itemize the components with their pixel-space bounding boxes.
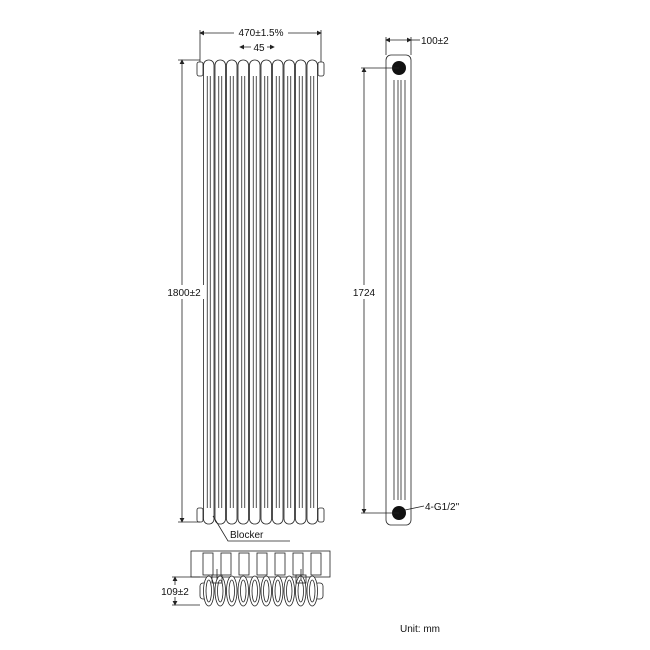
column-section-inner [217, 579, 224, 603]
bottom-left-cap [196, 507, 204, 523]
height-label: 1800±2 [167, 288, 201, 299]
blocker-label: Blocker [230, 530, 264, 541]
column-section-inner [274, 579, 281, 603]
radiator-column [249, 59, 261, 525]
column-section-inner [263, 579, 270, 603]
bottom-right-cap [317, 507, 325, 523]
wall-bracket-slot [202, 552, 214, 576]
top-left-cap [196, 61, 204, 77]
radiator-column [295, 59, 307, 525]
radiator-column [226, 59, 238, 525]
column-section-inner [309, 579, 316, 603]
side-view-body [385, 54, 412, 526]
column-section [260, 575, 272, 607]
radiator-column [272, 59, 284, 525]
column-section [203, 575, 215, 607]
column-section-inner [205, 579, 212, 603]
column-section-inner [286, 579, 293, 603]
blocker-leader [212, 515, 290, 542]
radiator-column [306, 59, 318, 525]
wall-bracket-slot [220, 552, 232, 576]
connection-label: 4-G1/2" [425, 502, 460, 513]
bottom-view [190, 550, 331, 607]
column-section [295, 575, 307, 607]
column-section-inner [240, 579, 247, 603]
column-section [249, 575, 261, 607]
bottom-depth-label: 109±2 [161, 587, 189, 598]
radiator-column [214, 59, 226, 525]
width-label: 470±1.5% [239, 28, 284, 39]
centers-label: 1724 [353, 288, 376, 299]
wall-bracket-slot [274, 552, 286, 576]
pitch-label: 45 [253, 43, 265, 54]
column-section [306, 575, 318, 607]
column-section [226, 575, 238, 607]
column-section-inner [251, 579, 258, 603]
radiator-column [237, 59, 249, 525]
wall-bracket-slot [256, 552, 268, 576]
connection-leader [404, 505, 425, 511]
wall-bracket-slot [310, 552, 322, 576]
front-view [196, 59, 325, 525]
top-right-cap [317, 61, 325, 77]
column-section [237, 575, 249, 607]
column-section-inner [228, 579, 235, 603]
column-section [214, 575, 226, 607]
column-section [283, 575, 295, 607]
wall-bracket-slot [292, 552, 304, 576]
column-section [272, 575, 284, 607]
wall-bracket-slot [238, 552, 250, 576]
depth-label: 100±2 [421, 36, 449, 47]
unit-label: Unit: mm [400, 624, 440, 635]
radiator-column [283, 59, 295, 525]
radiator-column [260, 59, 272, 525]
